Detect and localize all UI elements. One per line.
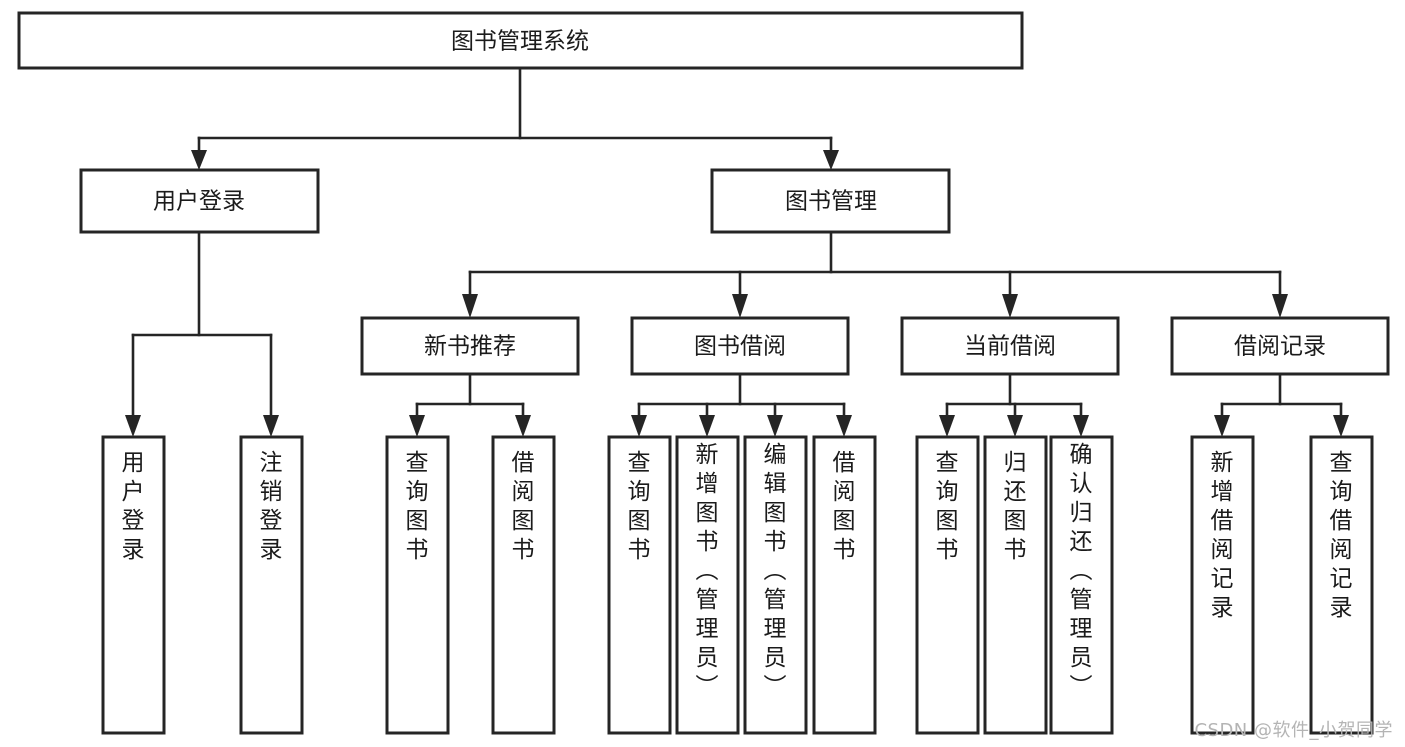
connector-group-borrow-records xyxy=(1214,372,1349,437)
node-leaf-add-borrow-record-label: 新增借阅记录 xyxy=(1211,450,1234,621)
node-leaf-add-book-label: 新增图书︵管理员︶ xyxy=(696,442,719,700)
connector-group-book-borrow xyxy=(631,372,852,437)
node-leaf-confirm-return-box xyxy=(1049,435,1114,735)
connector-group-new-book xyxy=(409,372,531,437)
node-root-system-label: 图书管理系统 xyxy=(451,29,589,55)
node-leaf-confirm-return[interactable]: 确认归还︵管理员︶ xyxy=(1049,435,1114,735)
node-current-borrow[interactable]: 当前借阅 xyxy=(900,316,1120,376)
arrow-borrowrecords-leaf-1-icon xyxy=(1214,415,1230,437)
arrow-to-new-book-icon xyxy=(462,294,478,318)
arrow-root-to-login-icon xyxy=(191,150,207,170)
node-borrow-records-label: 借阅记录 xyxy=(1234,334,1326,360)
arrow-to-book-borrow-icon xyxy=(732,294,748,318)
node-leaf-query-book-3[interactable]: 查询图书 xyxy=(915,435,980,735)
arrow-currentborrow-leaf-3-icon xyxy=(1073,415,1089,437)
node-leaf-query-book-2[interactable]: 查询图书 xyxy=(607,435,672,735)
node-leaf-query-borrow-record-label: 查询借阅记录 xyxy=(1330,450,1353,621)
node-leaf-borrow-book-2-label: 借阅图书 xyxy=(833,450,856,563)
node-book-management-label: 图书管理 xyxy=(785,189,877,215)
node-leaf-return-book-label: 归还图书 xyxy=(1004,450,1027,563)
connector-group-book-management xyxy=(462,230,1288,318)
node-leaf-query-borrow-record-box xyxy=(1309,435,1374,735)
node-leaf-query-book-1[interactable]: 查询图书 xyxy=(385,435,450,735)
node-root-system[interactable]: 图书管理系统 xyxy=(17,11,1024,70)
node-leaf-confirm-return-label: 确认归还︵管理员︶ xyxy=(1070,442,1093,700)
node-leaf-query-book-2-label: 查询图书 xyxy=(628,450,651,563)
node-leaf-add-book[interactable]: 新增图书︵管理员︶ xyxy=(675,435,740,735)
arrow-bookborrow-leaf-1-icon xyxy=(631,415,647,437)
arrow-borrowrecords-leaf-2-icon xyxy=(1333,415,1349,437)
node-leaf-user-login-label: 用户登录 xyxy=(122,450,145,563)
node-user-login[interactable]: 用户登录 xyxy=(79,168,320,234)
watermark-csdn: CSDN @软件_小贺同学 xyxy=(1194,720,1393,741)
node-current-borrow-label: 当前借阅 xyxy=(964,334,1056,360)
node-leaf-logout-label: 注销登录 xyxy=(260,450,283,563)
connector-group-current-borrow xyxy=(939,372,1089,437)
arrow-to-current-borrow-icon xyxy=(1002,294,1018,318)
node-leaf-borrow-book-1-label: 借阅图书 xyxy=(512,450,535,563)
node-new-book-recommend-label: 新书推荐 xyxy=(424,334,516,360)
node-leaf-borrow-book-2[interactable]: 借阅图书 xyxy=(812,435,877,735)
node-leaf-return-book-box xyxy=(983,435,1048,735)
node-leaf-edit-book-box xyxy=(743,435,808,735)
arrow-login-leaf-1-icon xyxy=(125,415,141,437)
arrow-bookborrow-leaf-3-icon xyxy=(767,415,783,437)
node-borrow-records-box xyxy=(1170,316,1390,376)
node-leaf-add-book-box xyxy=(675,435,740,735)
connector-group-user-login xyxy=(125,230,279,437)
node-leaf-edit-book[interactable]: 编辑图书︵管理员︶ xyxy=(743,435,808,735)
node-leaf-user-login[interactable]: 用户登录 xyxy=(101,435,166,735)
arrow-currentborrow-leaf-2-icon xyxy=(1007,415,1023,437)
node-leaf-edit-book-label: 编辑图书︵管理员︶ xyxy=(764,442,787,700)
arrow-currentborrow-leaf-1-icon xyxy=(939,415,955,437)
node-new-book-recommend-box xyxy=(360,316,580,376)
node-leaf-borrow-book-2-box xyxy=(812,435,877,735)
arrow-root-to-bookmgmt-icon xyxy=(823,150,839,170)
node-leaf-query-book-3-box xyxy=(915,435,980,735)
node-leaf-user-login-box xyxy=(101,435,166,735)
node-leaf-query-borrow-record[interactable]: 查询借阅记录 xyxy=(1309,435,1374,735)
arrow-newbook-leaf-1-icon xyxy=(409,415,425,437)
node-leaf-borrow-book-1[interactable]: 借阅图书 xyxy=(491,435,556,735)
node-book-borrow[interactable]: 图书借阅 xyxy=(630,316,850,376)
node-borrow-records[interactable]: 借阅记录 xyxy=(1170,316,1390,376)
arrow-bookborrow-leaf-2-icon xyxy=(699,415,715,437)
arrow-login-leaf-2-icon xyxy=(263,415,279,437)
node-book-borrow-box xyxy=(630,316,850,376)
node-leaf-add-borrow-record-box xyxy=(1190,435,1255,735)
node-leaf-borrow-book-1-box xyxy=(491,435,556,735)
node-book-borrow-label: 图书借阅 xyxy=(694,334,786,360)
node-leaf-query-book-1-box xyxy=(385,435,450,735)
node-leaf-logout-box xyxy=(239,435,304,735)
arrow-bookborrow-leaf-4-icon xyxy=(836,415,852,437)
node-leaf-return-book[interactable]: 归还图书 xyxy=(983,435,1048,735)
node-leaf-add-borrow-record[interactable]: 新增借阅记录 xyxy=(1190,435,1255,735)
arrow-newbook-leaf-2-icon xyxy=(515,415,531,437)
node-user-login-box xyxy=(79,168,320,234)
node-root-system-box xyxy=(17,11,1024,70)
connector-group-root xyxy=(191,66,839,170)
arrow-to-borrow-records-icon xyxy=(1272,294,1288,318)
node-user-login-label: 用户登录 xyxy=(153,189,245,215)
node-new-book-recommend[interactable]: 新书推荐 xyxy=(360,316,580,376)
node-leaf-logout[interactable]: 注销登录 xyxy=(239,435,304,735)
node-book-management[interactable]: 图书管理 xyxy=(710,168,951,234)
node-leaf-query-book-1-label: 查询图书 xyxy=(406,450,429,563)
node-current-borrow-box xyxy=(900,316,1120,376)
node-book-management-box xyxy=(710,168,951,234)
node-leaf-query-book-3-label: 查询图书 xyxy=(936,450,959,563)
node-leaf-query-book-2-box xyxy=(607,435,672,735)
